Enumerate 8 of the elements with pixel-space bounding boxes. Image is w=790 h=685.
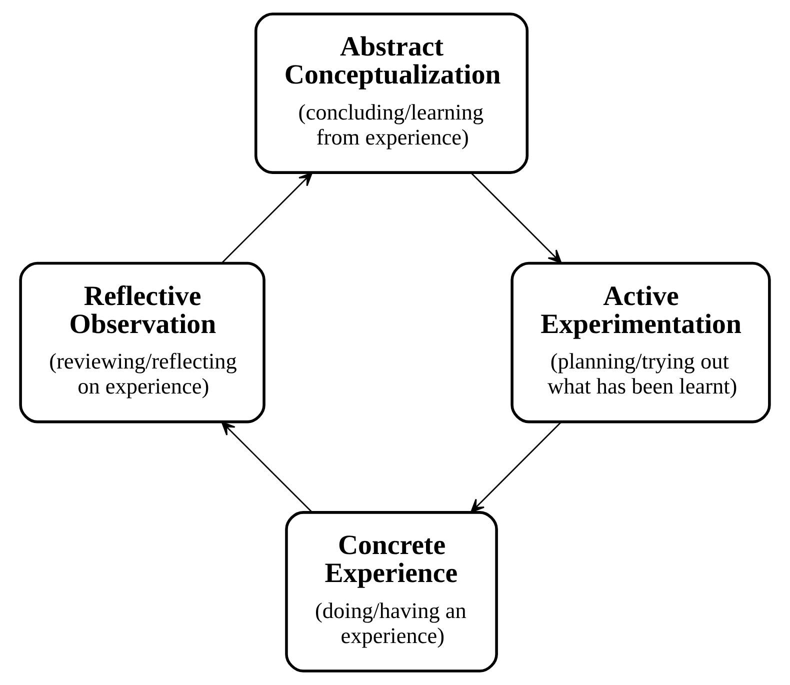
node-box: Active Experimentation (planning/trying out what has been learnt) [510, 262, 771, 424]
node-box: Abstract Conceptualization (concluding/learning from experience) [254, 12, 529, 174]
arrow [221, 172, 313, 264]
arrow [221, 421, 312, 513]
node-box: Reflective Observation (reviewing/reflecting on experience) [19, 262, 266, 424]
node-box: Concrete Experience (doing/having an experience) [285, 511, 498, 672]
arrow [470, 422, 562, 513]
arrow [470, 172, 562, 264]
